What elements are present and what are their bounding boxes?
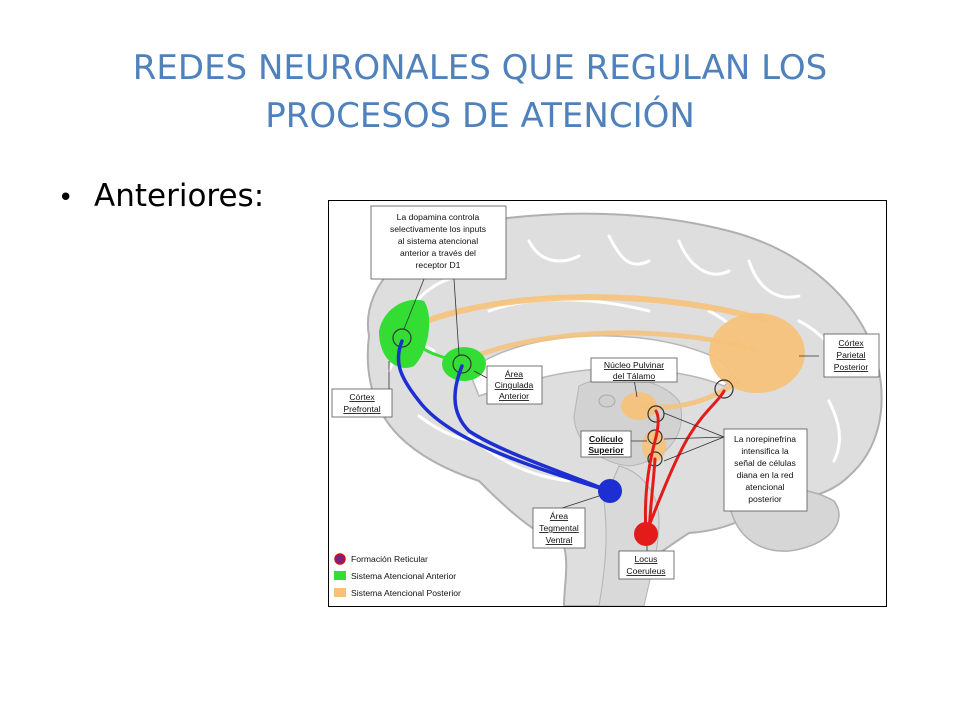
bullet-text: Anteriores: bbox=[94, 178, 265, 214]
norepinefrina-line-6: posterior bbox=[748, 494, 782, 504]
dopamina-line-5: receptor D1 bbox=[416, 260, 461, 270]
label-coliculo: Colículo Superior bbox=[580, 430, 632, 458]
brain-diagram-svg: La dopamina controla selectivamente los … bbox=[331, 205, 883, 606]
dopamine-pathway bbox=[396, 339, 611, 493]
leader-lines bbox=[388, 278, 819, 551]
nucleo-pulvinar-line-1: Núcleo Pulvinar bbox=[604, 360, 664, 370]
dopamina-line-4: anterior a través del bbox=[400, 248, 476, 258]
locus-line-1: Locus bbox=[635, 554, 658, 564]
norepinefrina-line-4: diana en la red bbox=[737, 470, 794, 480]
dopamina-line-3: al sistema atencional bbox=[398, 236, 478, 246]
area-tegmental-line-1: Área bbox=[550, 511, 568, 521]
area-cingulada-line-1: Área bbox=[505, 369, 523, 379]
slide-title-line-2: PROCESOS DE ATENCIÓN bbox=[265, 96, 695, 136]
coliculo-line-2: Superior bbox=[588, 445, 624, 455]
label-area-tegmental: Área Tegmental Ventral bbox=[532, 507, 586, 549]
legend-label-posterior: Sistema Atencional Posterior bbox=[351, 588, 461, 598]
small-structure bbox=[598, 394, 616, 408]
slide-title-line-1: REDES NEURONALES QUE REGULAN LOS bbox=[132, 48, 828, 88]
locus-coeruleus-node bbox=[634, 522, 658, 546]
locus-line-2: Coeruleus bbox=[626, 566, 665, 576]
bullet-dot-icon: • bbox=[58, 183, 74, 213]
dopamina-line-2: selectivamente los inputs bbox=[390, 224, 486, 234]
legend-label-anterior: Sistema Atencional Anterior bbox=[351, 571, 456, 581]
cortex-parietal-line-3: Posterior bbox=[834, 362, 869, 372]
prefrontal-cortex-region bbox=[379, 299, 430, 368]
area-cingulada-line-2: Cingulada bbox=[495, 380, 534, 390]
coliculo-line-1: Colículo bbox=[589, 434, 623, 444]
norepinefrina-line-3: señal de células bbox=[734, 458, 796, 468]
norepinefrina-line-2: intensifica la bbox=[741, 446, 789, 456]
slide-title: REDES NEURONALES QUE REGULAN LOS PROCESO… bbox=[60, 44, 900, 140]
ventral-tegmental-area-node bbox=[598, 479, 622, 503]
pulvinar-region bbox=[621, 392, 657, 420]
area-tegmental-line-2: Tegmental bbox=[539, 523, 579, 533]
area-tegmental-line-3: Ventral bbox=[546, 535, 573, 545]
label-nucleo-pulvinar: Núcleo Pulvinar del Tálamo bbox=[590, 357, 678, 383]
legend-swatch-reticular bbox=[334, 553, 346, 565]
bullet-item: • Anteriores: bbox=[58, 178, 264, 214]
legend-swatch-posterior bbox=[334, 588, 346, 597]
legend: Formación Reticular Sistema Atencional A… bbox=[334, 553, 461, 598]
label-cortex-prefrontal: Córtex Prefrontal bbox=[331, 388, 393, 418]
label-area-cingulada: Área Cingulada Anterior bbox=[486, 365, 543, 405]
cingulate-region bbox=[442, 347, 486, 381]
anterior-connection bbox=[412, 339, 455, 363]
cortex-prefrontal-line-1: Córtex bbox=[349, 392, 375, 402]
label-locus: Locus Coeruleus bbox=[618, 550, 675, 580]
label-norepinefrina: La norepinefrina intensifica la señal de… bbox=[723, 428, 808, 512]
parietal-cortex-region bbox=[709, 313, 805, 393]
norepinefrina-line-1: La norepinefrina bbox=[734, 434, 796, 444]
area-cingulada-line-3: Anterior bbox=[499, 391, 529, 401]
legend-label-reticular: Formación Reticular bbox=[351, 554, 428, 564]
label-cortex-parietal: Córtex Parietal Posterior bbox=[823, 333, 880, 378]
nucleo-pulvinar-line-2: del Tálamo bbox=[613, 371, 656, 381]
cortex-parietal-line-2: Parietal bbox=[836, 350, 865, 360]
norepinefrina-line-5: atencional bbox=[745, 482, 784, 492]
brain-attention-diagram: La dopamina controla selectivamente los … bbox=[328, 200, 887, 607]
posterior-system-pathway bbox=[402, 294, 770, 334]
cortex-prefrontal-line-2: Prefrontal bbox=[343, 404, 380, 414]
cortex-parietal-line-1: Córtex bbox=[838, 338, 864, 348]
legend-swatch-anterior bbox=[334, 571, 346, 580]
label-dopamina: La dopamina controla selectivamente los … bbox=[370, 205, 507, 280]
dopamina-line-1: La dopamina controla bbox=[397, 212, 480, 222]
